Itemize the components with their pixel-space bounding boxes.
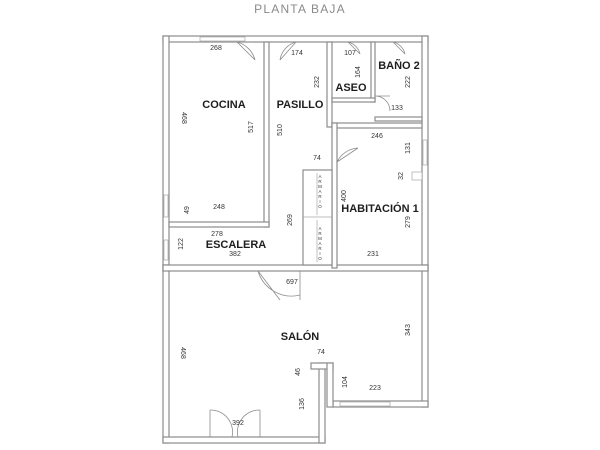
door-bano bbox=[392, 41, 406, 55]
armario-1-o: O bbox=[318, 204, 322, 209]
dim-salon-right: 343 bbox=[405, 324, 412, 336]
armario-block bbox=[302, 169, 333, 266]
dim-hab-side2: 32 bbox=[398, 172, 405, 180]
dim-aseo-side: 164 bbox=[355, 66, 362, 78]
dim-salon-left: 468 bbox=[179, 347, 186, 359]
dim-pasillo-height: 510 bbox=[277, 124, 284, 136]
wall-left-salon bbox=[162, 264, 170, 444]
wall-aseo-bano bbox=[370, 41, 376, 103]
label-cocina: COCINA bbox=[202, 99, 245, 111]
dim-hab-top: 246 bbox=[371, 133, 383, 140]
dim-aseo-top: 107 bbox=[344, 50, 356, 57]
dim-pasillo-top: 174 bbox=[291, 50, 303, 57]
dim-escalera-top: 278 bbox=[211, 231, 223, 238]
armario-2-r: R bbox=[318, 231, 322, 236]
dim-salon-223: 223 bbox=[369, 385, 381, 392]
wall-aseo-bottom bbox=[331, 97, 376, 103]
door-aseo bbox=[347, 41, 361, 55]
armario-2-a2: A bbox=[318, 241, 321, 246]
wall-bottom bbox=[162, 436, 326, 444]
dim-escalera-side: 122 bbox=[178, 238, 185, 250]
dim-hab-bottom: 231 bbox=[367, 251, 379, 258]
door-salon-left-leaf bbox=[209, 409, 233, 438]
door-pasillo bbox=[279, 41, 297, 61]
door-cocina bbox=[236, 41, 256, 61]
window-cocina-side bbox=[163, 194, 169, 218]
dim-cocina-top: 268 bbox=[210, 45, 222, 52]
label-aseo: ASEO bbox=[335, 82, 367, 94]
armario-1-i: I bbox=[319, 199, 320, 204]
armario-labels: A R M A R I O A R M A R I O bbox=[318, 174, 322, 261]
dim-salon-bottom: 392 bbox=[232, 420, 244, 427]
window-hab-small bbox=[411, 171, 423, 181]
armario-1-m: M bbox=[318, 184, 322, 189]
dim-hab-left: 400 bbox=[341, 190, 348, 202]
label-escalera: ESCALERA bbox=[206, 239, 267, 251]
dim-pasillo-lower: 269 bbox=[287, 214, 294, 226]
dim-pasillo-mid: 74 bbox=[313, 155, 321, 162]
inner-walls bbox=[168, 41, 423, 269]
outer-walls bbox=[162, 35, 429, 444]
label-salon: SALÓN bbox=[281, 330, 320, 343]
door-salon-right-leaf bbox=[237, 409, 261, 438]
dim-cocina-small: 49 bbox=[184, 206, 191, 214]
dim-escalera-bottom: 382 bbox=[229, 251, 241, 258]
wall-cocina-right bbox=[263, 41, 270, 228]
armario-2-m: M bbox=[318, 236, 322, 241]
dim-pasillo-side: 232 bbox=[314, 76, 321, 88]
dimensions: 268 468 517 248 49 174 232 510 74 269 10… bbox=[178, 45, 412, 427]
wall-cocina-bottom bbox=[168, 221, 270, 228]
dim-salon-136: 136 bbox=[299, 398, 306, 410]
windows bbox=[163, 36, 428, 407]
dim-salon-46: 46 bbox=[295, 368, 302, 376]
armario-2-r2: R bbox=[318, 246, 322, 251]
armario-2-a: A bbox=[318, 226, 321, 231]
dim-cocina-bottom: 248 bbox=[213, 204, 225, 211]
door-bano-side bbox=[374, 95, 391, 112]
armario-2-i: I bbox=[319, 251, 320, 256]
label-pasillo: PASILLO bbox=[277, 99, 324, 111]
door-habitacion bbox=[336, 147, 359, 163]
wall-right-salon bbox=[421, 264, 429, 408]
dim-bano-bottom: 133 bbox=[391, 105, 403, 112]
wall-notch-right bbox=[326, 362, 334, 408]
dim-hab-right: 279 bbox=[405, 216, 412, 228]
window-hab bbox=[422, 139, 428, 166]
dim-salon-mid: 74 bbox=[317, 349, 325, 356]
dim-salon-104: 104 bbox=[342, 376, 349, 388]
wall-salon-divider bbox=[162, 264, 429, 272]
window-salon bbox=[339, 401, 391, 407]
wall-bano-bottom bbox=[374, 116, 423, 122]
dim-salon-top: 697 bbox=[286, 279, 298, 286]
plan-title: PLANTA BAJA bbox=[254, 2, 346, 16]
window-escalera bbox=[163, 239, 169, 261]
window-cocina bbox=[199, 36, 246, 42]
dim-cocina-left: 468 bbox=[180, 112, 187, 124]
armario-1-r: R bbox=[318, 179, 322, 184]
dim-bano-side: 222 bbox=[405, 76, 412, 88]
dim-cocina-right: 517 bbox=[248, 121, 255, 133]
doors bbox=[209, 41, 406, 438]
armario-1-a: A bbox=[318, 174, 321, 179]
armario-2-o: O bbox=[318, 256, 322, 261]
wall-left-upper bbox=[162, 35, 170, 272]
armario-1-r2: R bbox=[318, 194, 322, 199]
door-salon bbox=[257, 270, 301, 301]
label-habitacion1: HABITACIÓN 1 bbox=[341, 202, 418, 215]
wall-notch-vertical bbox=[318, 362, 326, 444]
label-bano2: BAÑO 2 bbox=[378, 59, 420, 72]
wall-pasillo-aseo bbox=[326, 41, 333, 128]
dim-hab-side1: 131 bbox=[405, 142, 412, 154]
wall-hab-top bbox=[331, 122, 423, 129]
armario-1-a2: A bbox=[318, 189, 321, 194]
wall-hab-left bbox=[331, 122, 338, 269]
